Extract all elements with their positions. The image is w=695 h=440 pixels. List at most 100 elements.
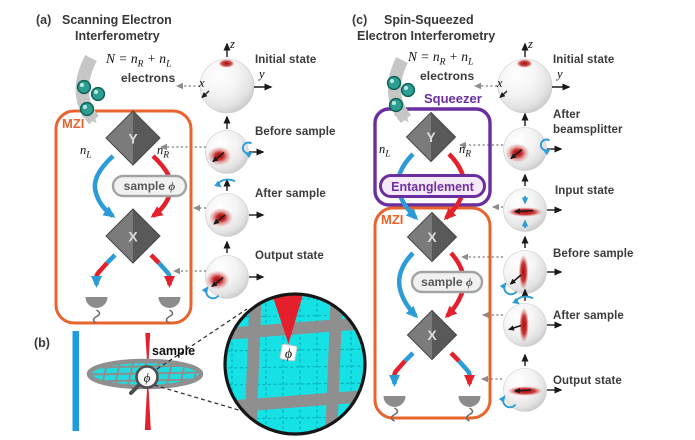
a-electron-count-formula: N = nR + nL	[106, 51, 172, 70]
a-s4-rotation-arrow	[201, 286, 220, 300]
c-splitter-x1-label: X	[427, 229, 437, 245]
c-sphere-before-sample	[499, 235, 563, 296]
a-sphere-after-sample	[205, 178, 265, 237]
c-squeezer-box	[373, 107, 492, 207]
c-detector-right-squiggle	[465, 407, 474, 422]
c-s5-squeezed-stripe	[519, 307, 529, 343]
c-detector-left-icon	[383, 396, 406, 407]
b-magnifier-icon: ϕ	[129, 365, 159, 395]
c-sample-pill	[410, 270, 484, 294]
panel-a-title-line2: Interferometry	[75, 29, 160, 43]
a-dotted-connectors	[160, 82, 206, 275]
panel-a-tag: (a)	[36, 13, 52, 27]
c-sphere-initial-state	[497, 42, 571, 114]
a-sphere-output-state	[201, 240, 265, 300]
a-sphere-initial-state	[199, 42, 273, 114]
c-axis-z-label: z	[528, 37, 533, 51]
c-electrons-icon	[386, 75, 416, 113]
a-detector-left-icon	[85, 297, 108, 308]
b-red-beam-bottom	[144, 374, 151, 430]
c-detector-left-squiggle	[390, 407, 399, 422]
a-s3-rotation-arrow	[214, 178, 236, 188]
c-electron-beam-arrow	[387, 57, 412, 124]
c-detector-right-icon	[458, 396, 481, 407]
c-s4-spin-arrow	[509, 274, 522, 285]
a-s4-red-blob	[205, 270, 230, 290]
a-detector-left-squiggle	[92, 309, 101, 324]
c-s2-rotation-arrow	[539, 138, 551, 156]
a-output-left-striped-arrow	[91, 253, 117, 288]
c-s6-spin-arrow	[514, 387, 532, 394]
a-n-right-label: nR	[157, 143, 170, 161]
a-sample-pill-label: sample ϕ	[123, 178, 176, 193]
c-label-initial-state: Initial state	[553, 54, 615, 66]
c-output-right-striped-arrow	[449, 351, 475, 387]
c-sphere-input-state	[503, 173, 563, 232]
c-s6-rotation-arrow	[498, 395, 517, 409]
a-s2-spin-arrow	[212, 151, 225, 163]
a-electrons-label: electrons	[121, 71, 176, 85]
c-output-left-striped-arrow	[389, 351, 415, 387]
panel-b-tag: (b)	[34, 336, 50, 350]
c-entanglement-label: Entanglement	[391, 180, 474, 194]
a-s4-spin-arrow	[211, 276, 224, 288]
c-n-right-label: nR	[459, 142, 472, 160]
a-s1-red-cap	[218, 59, 235, 68]
a-label-after-sample: After sample	[255, 188, 326, 200]
c-s2-spin-arrow	[510, 148, 523, 160]
c-dotted-connectors	[459, 82, 503, 383]
c-entanglement-pill	[379, 174, 486, 198]
c-splitter-y-label: Y	[426, 129, 436, 145]
c-detectors	[383, 396, 481, 422]
a-axis-z-label: z	[230, 37, 235, 51]
c-arm2-left-blue	[396, 251, 419, 319]
a-splitter-x-label: X	[128, 229, 138, 245]
c-sphere-after-beamsplitter	[503, 112, 563, 171]
a-detectors	[85, 297, 181, 324]
a-splitter-x: X	[105, 208, 161, 264]
a-electrons-icon	[76, 79, 106, 117]
c-sphere-output-state	[498, 353, 563, 412]
a-output-right-striped-arrow	[149, 253, 175, 288]
a-label-initial-state: Initial state	[255, 54, 317, 66]
b-sample-label: sample	[152, 344, 196, 358]
c-s3-spin-arrow	[514, 208, 534, 214]
a-detector-right-icon	[158, 297, 181, 308]
b-inset-phi: ϕ	[285, 347, 292, 362]
panel-c-title-line1: Spin-Squeezed	[384, 13, 474, 27]
b-dashed-callout-bottom	[153, 384, 243, 412]
c-splitter-x2: X	[406, 309, 458, 361]
a-s3-spin-arrow	[213, 214, 226, 225]
a-detector-right-squiggle	[165, 309, 174, 324]
c-label-input-state: Input state	[555, 185, 615, 197]
c-sphere-after-sample	[503, 288, 563, 347]
c-electron-count-formula: N = nR + nL	[408, 49, 474, 68]
c-n-left-label: nL	[379, 142, 391, 160]
panel-c-tag: (c)	[352, 13, 368, 27]
c-splitter-x2-label: X	[427, 327, 437, 343]
a-n-left-label: nL	[80, 143, 92, 161]
b-red-beam-top	[145, 333, 151, 374]
panel-a-title-line1: Scanning Electron	[62, 13, 172, 27]
a-sphere-before-sample	[205, 115, 265, 174]
c-mzi-label: MZI	[381, 212, 404, 227]
c-axis-y-label: y	[557, 67, 563, 81]
a-splitter-y-label: Y	[128, 131, 138, 147]
c-axis-x-label: x	[497, 76, 503, 90]
c-label-before-sample: Before sample	[553, 248, 634, 260]
c-mzi-box	[373, 206, 492, 420]
c-electrons-label: electrons	[420, 69, 475, 83]
c-label-after-sample: After sample	[553, 310, 624, 322]
c-splitter-y: Y	[405, 111, 457, 163]
a-s2-rotation-arrow	[241, 141, 253, 159]
c-s1-red-cap	[516, 59, 533, 68]
a-splitter-y: Y	[105, 110, 161, 166]
c-s4-squeezed-stripe	[518, 254, 529, 290]
c-s4-rotation-arrow	[499, 282, 518, 296]
panel-c-title-line2: Electron Interferometry	[357, 29, 496, 43]
a-axis-x-label: x	[199, 76, 205, 90]
c-squeezer-label: Squeezer	[424, 91, 482, 106]
a-label-before-sample: Before sample	[255, 126, 336, 138]
